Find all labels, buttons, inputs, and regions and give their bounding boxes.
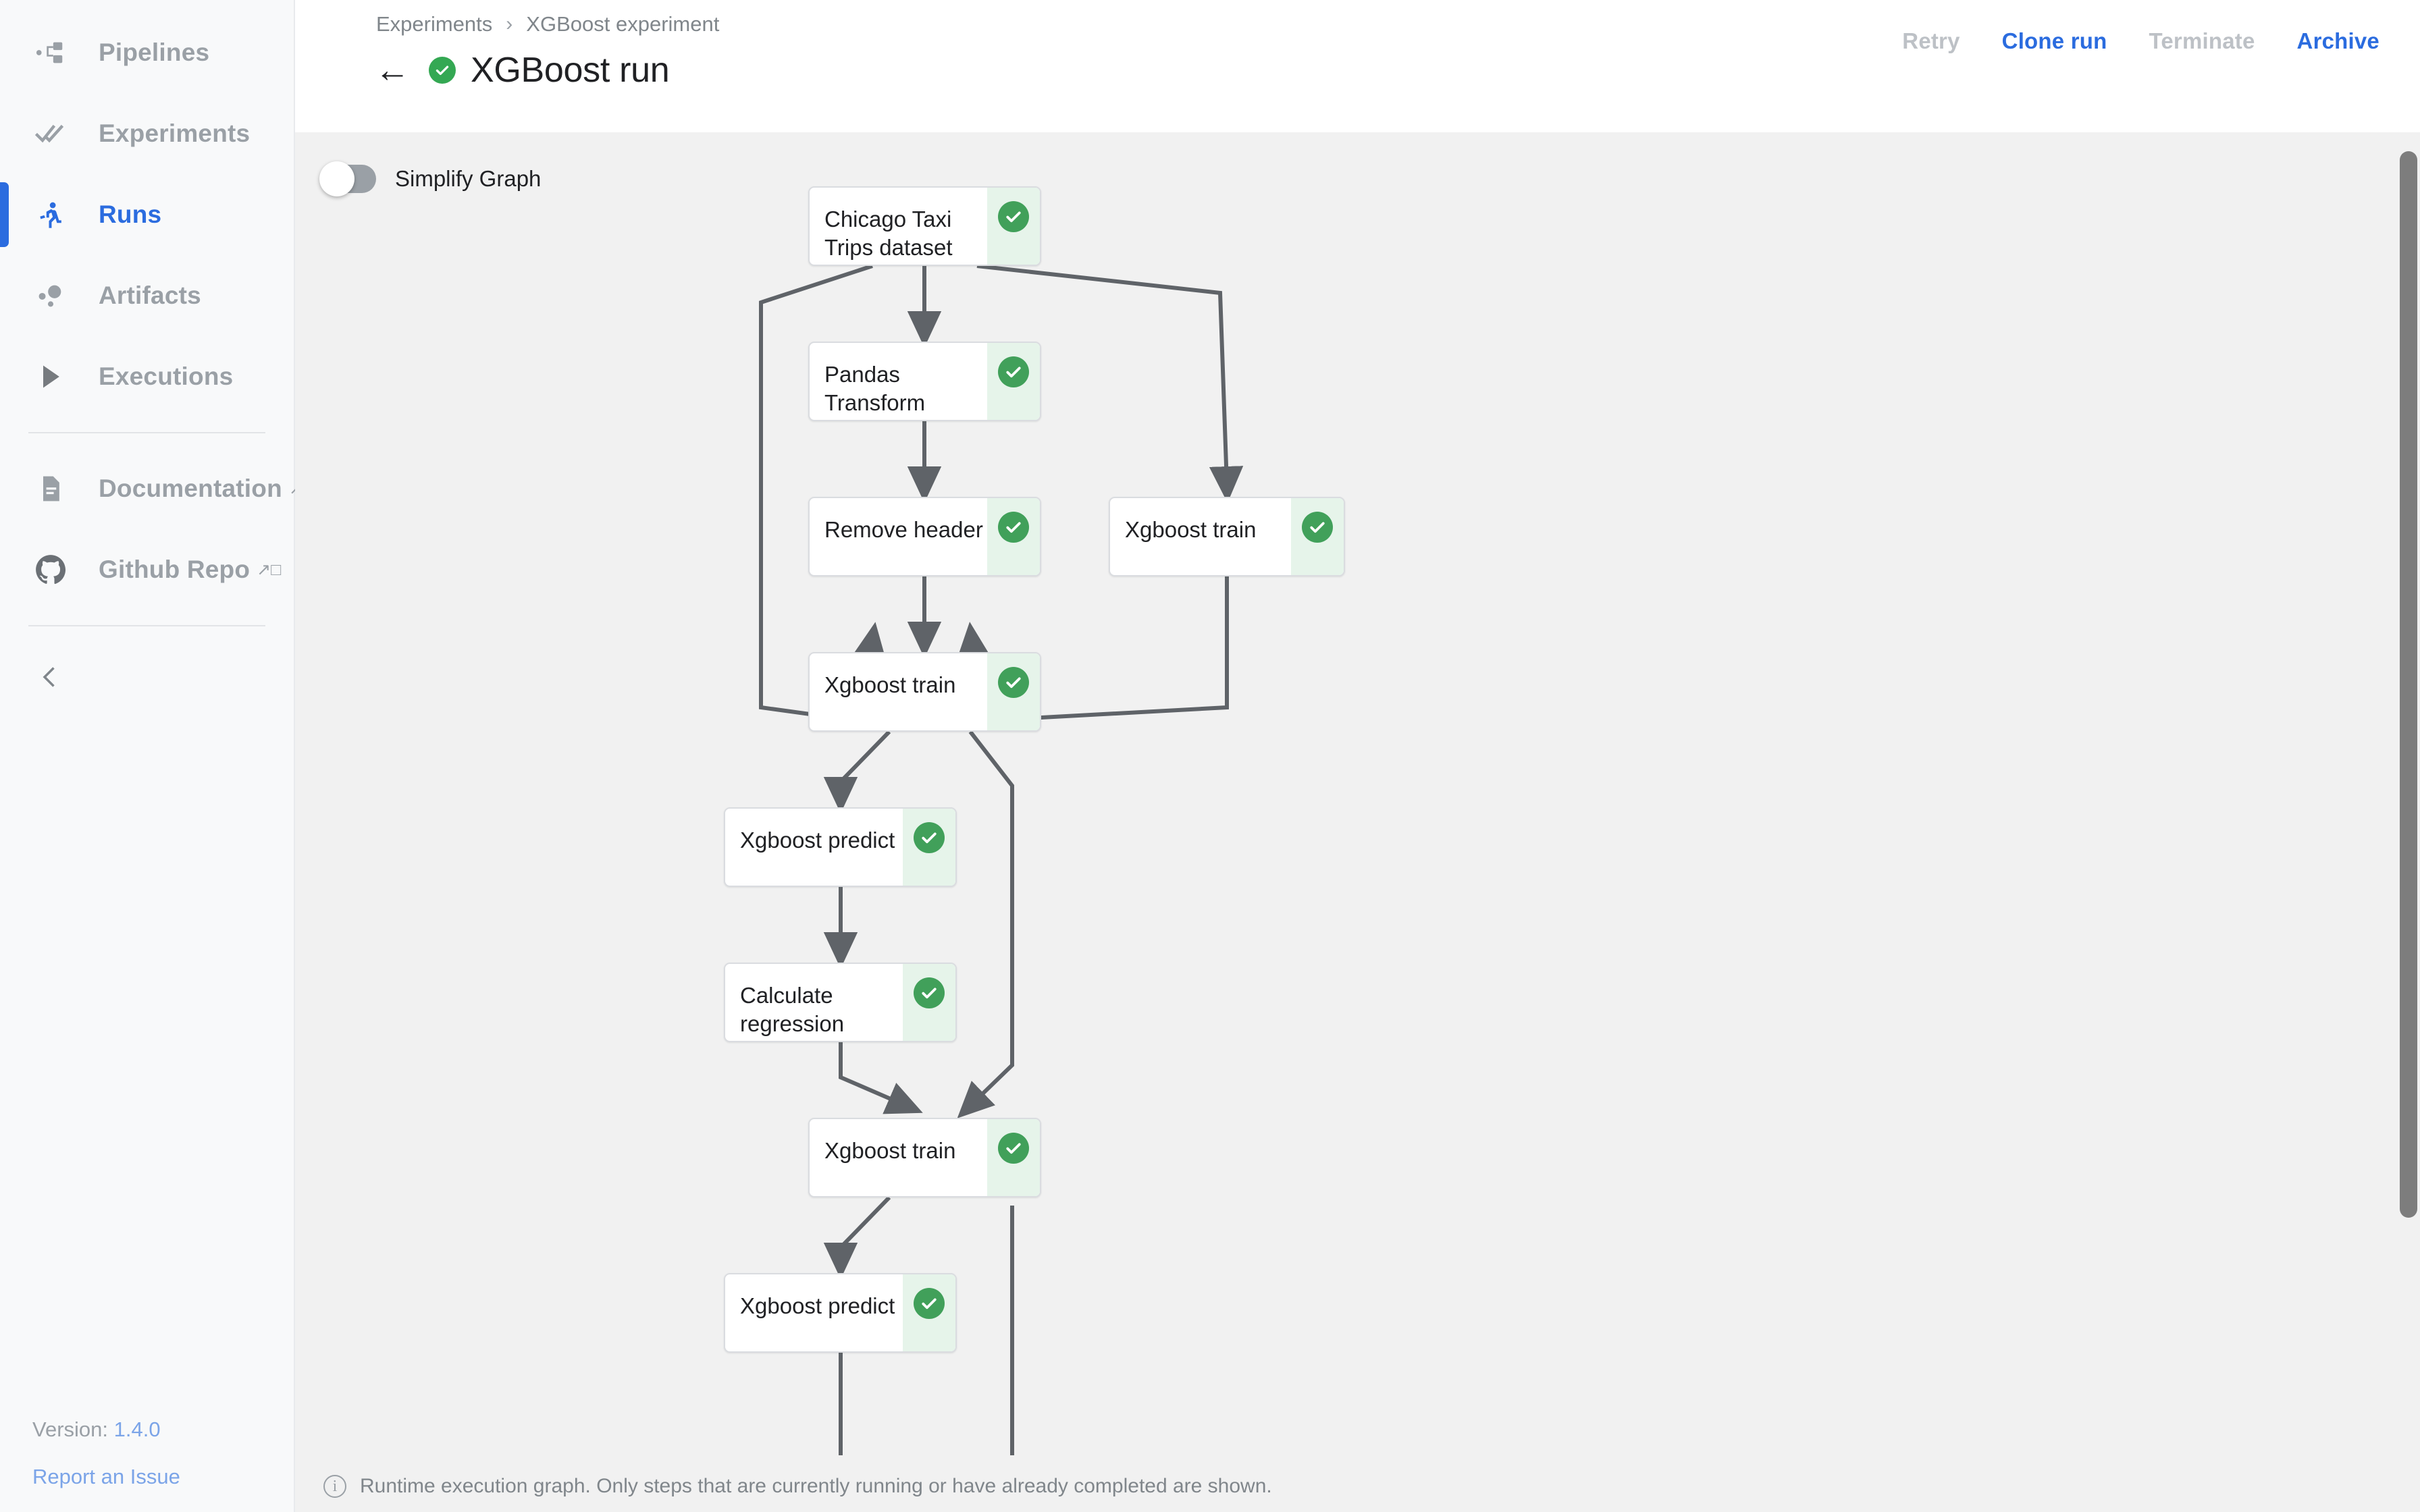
node-label: Xgboost predict — [740, 1293, 895, 1318]
graph-node[interactable]: Xgboost predict — [724, 807, 957, 887]
check-circle-icon — [998, 512, 1029, 543]
sidebar-item-runs[interactable]: Runs — [0, 174, 294, 255]
check-circle-icon — [914, 1288, 945, 1319]
check-circle-icon — [998, 667, 1029, 698]
node-status — [987, 498, 1040, 575]
breadcrumb-item-experiments[interactable]: Experiments — [376, 12, 493, 36]
main-area: Experiments › XGBoost experiment ← XGBoo… — [295, 0, 2420, 1512]
node-label: Xgboost predict — [740, 828, 895, 853]
sidebar-item-artifacts[interactable]: Artifacts — [0, 255, 294, 336]
back-arrow-icon[interactable]: ← — [375, 51, 410, 90]
node-label: Xgboost train — [1125, 517, 1257, 542]
check-circle-icon — [914, 822, 945, 853]
breadcrumb-separator-icon: › — [506, 13, 513, 35]
sidebar-item-documentation[interactable]: Documentation ↗□ — [0, 448, 313, 529]
sidebar-item-label: Experiments — [99, 119, 251, 147]
executions-icon — [28, 354, 73, 399]
page-title: XGBoost run — [471, 51, 670, 90]
check-circle-icon — [998, 201, 1029, 232]
sidebar-item-label: Executions — [99, 362, 234, 390]
graph-edges — [759, 264, 1244, 1455]
info-icon: i — [323, 1475, 346, 1498]
breadcrumb-item-experiment-name[interactable]: XGBoost experiment — [526, 12, 720, 36]
sidebar-item-executions[interactable]: Executions — [0, 336, 294, 417]
node-label: Xgboost train — [824, 1138, 956, 1163]
simplify-graph-toggle[interactable] — [319, 161, 376, 196]
graph-canvas[interactable]: Simplify Graph — [295, 132, 2420, 1512]
toggle-knob — [319, 161, 354, 196]
version-text: Version: — [32, 1418, 109, 1441]
check-circle-icon — [429, 57, 456, 84]
node-status — [903, 964, 955, 1041]
github-icon — [28, 547, 73, 592]
node-status — [1291, 498, 1344, 575]
external-link-icon: ↗□ — [257, 560, 282, 579]
node-status — [987, 1119, 1040, 1196]
node-status — [987, 188, 1040, 265]
node-label: Remove header — [824, 517, 983, 542]
simplify-graph-label: Simplify Graph — [395, 166, 542, 191]
pipeline-graph: Chicago Taxi Trips dataset Pandas Transf… — [295, 132, 2388, 1482]
node-status — [903, 1274, 955, 1351]
sidebar-collapse-button[interactable] — [0, 641, 294, 716]
vertical-scrollbar[interactable] — [2400, 151, 2417, 1218]
graph-node[interactable]: Xgboost predict — [724, 1273, 957, 1353]
version-label: Version: 1.4.0 — [32, 1418, 180, 1442]
header-actions: Retry Clone run Terminate Archive — [1902, 28, 2379, 54]
graph-node[interactable]: Pandas Transform DataFrame in CSV format — [808, 342, 1041, 421]
node-status — [903, 809, 955, 886]
title-row: ← XGBoost run — [375, 50, 2420, 90]
sidebar: Pipelines Experiments — [0, 0, 313, 1512]
sidebar-item-label: Artifacts — [99, 281, 201, 309]
sidebar-divider-2 — [28, 625, 265, 626]
node-status — [987, 343, 1040, 420]
node-status — [987, 653, 1040, 730]
graph-node[interactable]: Xgboost train — [808, 652, 1041, 732]
sidebar-item-label: Documentation — [99, 475, 282, 502]
node-label: Calculate regression metrics from csv — [740, 983, 902, 1041]
artifacts-icon — [28, 273, 73, 318]
experiments-icon — [28, 111, 73, 156]
graph-node[interactable]: Calculate regression metrics from csv — [724, 963, 957, 1042]
check-circle-icon — [1302, 512, 1333, 543]
archive-button[interactable]: Archive — [2296, 28, 2379, 53]
sidebar-item-experiments[interactable]: Experiments — [0, 93, 294, 174]
graph-node[interactable]: Xgboost train — [1109, 497, 1345, 576]
clone-run-button[interactable]: Clone run — [2001, 28, 2107, 53]
page-header: Experiments › XGBoost experiment ← XGBoo… — [295, 0, 2420, 172]
retry-button[interactable]: Retry — [1902, 28, 1960, 53]
sidebar-item-label: Github Repo — [99, 556, 251, 583]
sidebar-item-label: Pipelines — [99, 38, 210, 66]
graph-node[interactable]: Xgboost train — [808, 1118, 1041, 1197]
version-value[interactable]: 1.4.0 — [113, 1418, 161, 1441]
report-issue-link[interactable]: Report an Issue — [32, 1465, 180, 1488]
node-label: Chicago Taxi Trips dataset — [824, 207, 953, 260]
pipelines-icon — [28, 30, 73, 75]
graph-footer-note: i Runtime execution graph. Only steps th… — [295, 1461, 2420, 1512]
sidebar-divider-1 — [28, 432, 265, 433]
node-label: Xgboost train — [824, 672, 956, 697]
sidebar-item-github-repo[interactable]: Github Repo ↗□ — [0, 529, 294, 610]
simplify-graph-control: Simplify Graph — [319, 161, 542, 196]
document-icon — [28, 466, 73, 511]
check-circle-icon — [998, 356, 1029, 387]
chevron-left-icon — [35, 663, 63, 695]
graph-node[interactable]: Chicago Taxi Trips dataset — [808, 186, 1041, 266]
footer-note-text: Runtime execution graph. Only steps that… — [360, 1475, 1272, 1497]
breadcrumb: Experiments › XGBoost experiment — [376, 0, 2420, 36]
check-circle-icon — [914, 977, 945, 1008]
sidebar-nav: Pipelines Experiments — [0, 0, 313, 716]
runs-icon — [28, 192, 73, 237]
node-label: Pandas Transform DataFrame in CSV format — [824, 362, 959, 420]
sidebar-item-pipelines[interactable]: Pipelines — [0, 12, 294, 93]
sidebar-item-label: Runs — [99, 200, 162, 228]
check-circle-icon — [998, 1133, 1029, 1164]
sidebar-footer: Version: 1.4.0 Report an Issue — [32, 1418, 180, 1489]
terminate-button[interactable]: Terminate — [2149, 28, 2255, 53]
graph-node[interactable]: Remove header — [808, 497, 1041, 576]
